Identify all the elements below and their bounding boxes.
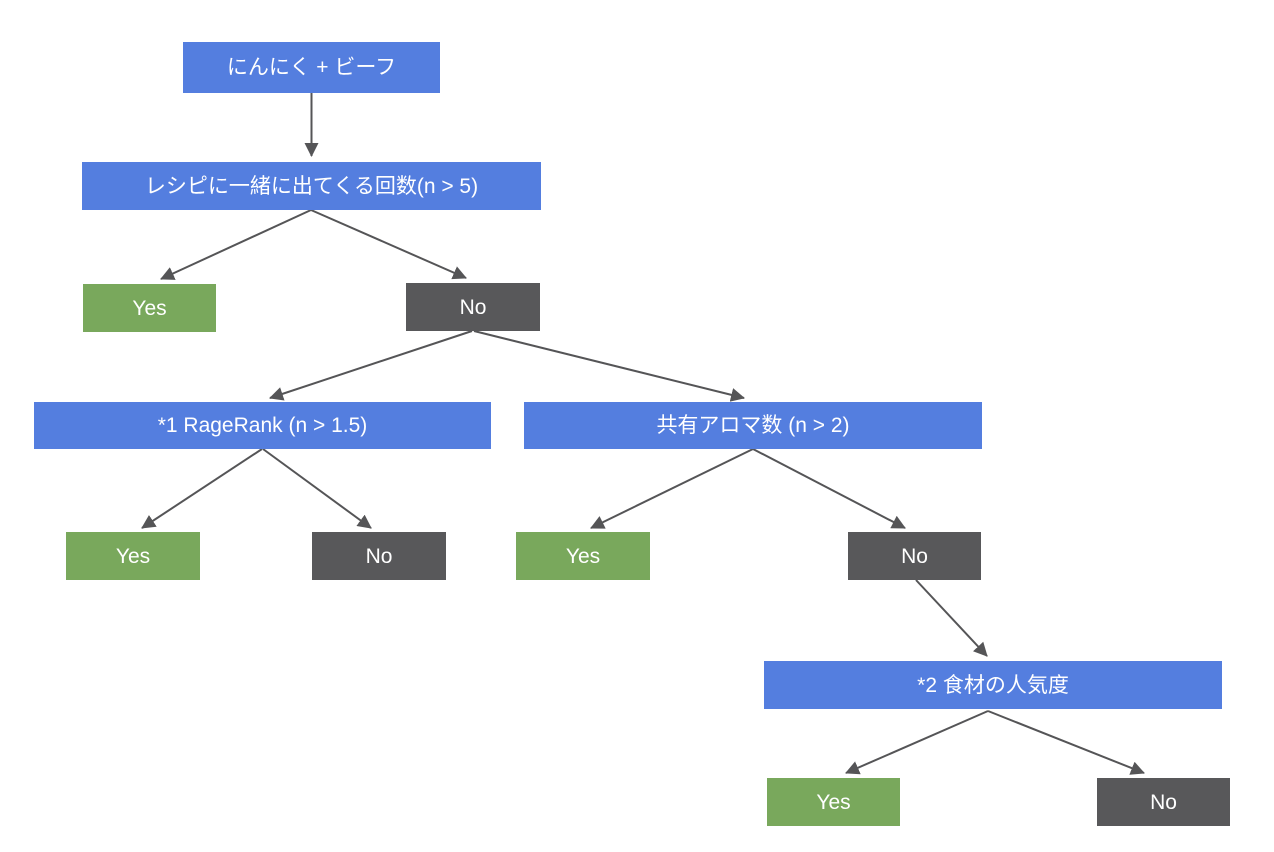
node-no-cooccurrence: No <box>406 283 540 331</box>
node-shared-aroma-count: 共有アロマ数 (n > 2) <box>524 402 982 449</box>
edge-ragerank-to-yes <box>141 448 263 529</box>
edge-popularity-to-no <box>987 710 1145 775</box>
node-no-ragerank: No <box>312 532 446 580</box>
edge-cooccurrence-to-yes <box>160 209 312 280</box>
edge-shared-aroma-to-no <box>752 448 906 529</box>
node-yes-ragerank: Yes <box>66 532 200 580</box>
node-yes-popularity: Yes <box>767 778 900 826</box>
node-yes-shared-aroma: Yes <box>516 532 650 580</box>
edge-no-to-shared-aroma <box>473 330 745 402</box>
node-ragerank: *1 RageRank (n > 1.5) <box>34 402 491 449</box>
edge-cooccurrence-to-no <box>310 209 467 280</box>
edge-shared-aroma-to-yes <box>590 448 754 529</box>
node-no-shared-aroma: No <box>848 532 981 580</box>
node-cooccurrence-count: レシピに一緒に出てくる回数(n > 5) <box>82 162 541 210</box>
edge-no-aroma-to-popularity <box>915 579 988 657</box>
edge-popularity-to-yes <box>845 710 989 775</box>
edge-ragerank-to-no <box>262 448 372 529</box>
node-yes-cooccurrence: Yes <box>83 284 216 332</box>
node-ingredient-popularity: *2 食材の人気度 <box>764 661 1222 709</box>
edge-no-to-ragerank <box>269 330 473 401</box>
node-no-popularity: No <box>1097 778 1230 826</box>
node-root-ingredient-pair: にんにく + ビーフ <box>183 42 440 93</box>
